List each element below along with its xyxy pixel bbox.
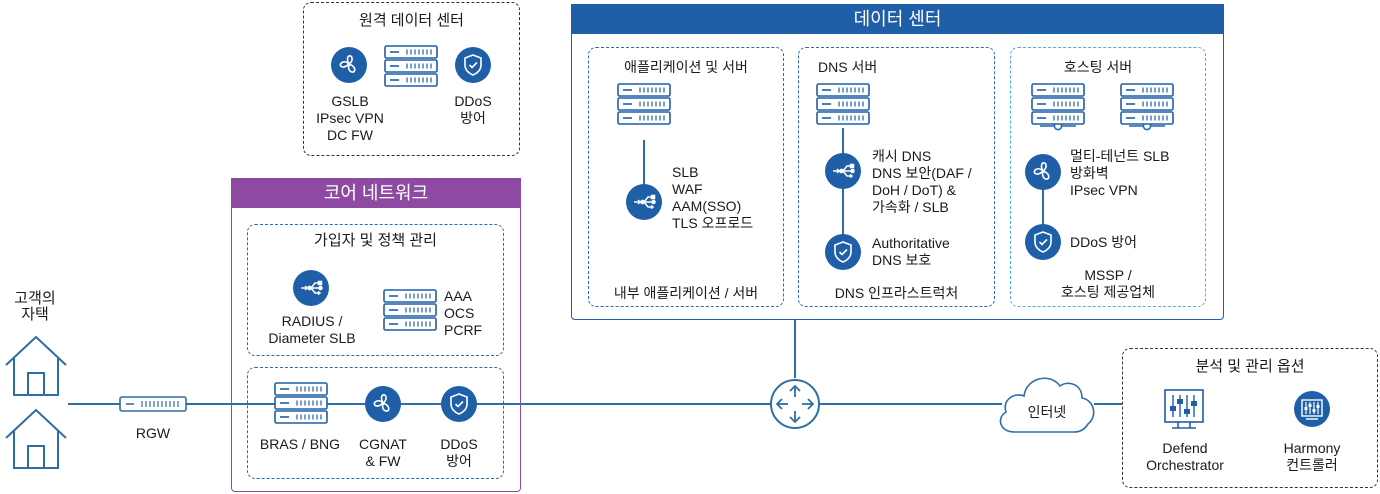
footer-line: 호스팅 제공업체 [1060, 284, 1156, 300]
shield-icon [440, 385, 478, 423]
dns-server-box [798, 47, 995, 307]
radius-line: RADIUS / [281, 313, 343, 329]
cgnat-line: & FW [365, 453, 401, 469]
hosting-ddos-label: DDoS 방어 [1070, 234, 1137, 250]
feature-item: 캐시 DNS [872, 148, 932, 164]
aaa-label: AAA OCS PCRF [444, 288, 504, 339]
data-center-header: 데이터 센터 [571, 4, 1224, 34]
internet-label: 인터넷 [1027, 404, 1067, 420]
gslb-line: IPsec VPN [316, 110, 384, 126]
server-stack-icon [817, 84, 869, 124]
feature-item: IPsec VPN [1070, 182, 1138, 198]
hosting-box-title: 호스팅 서버 [1063, 59, 1133, 75]
server-stack-icon [385, 46, 437, 86]
fan-icon [1024, 153, 1062, 191]
app-box-title: 애플리케이션 및 서버 [624, 59, 748, 75]
server-stack-icon [1032, 84, 1084, 124]
feature-item: 가속화 / SLB [872, 199, 949, 215]
hosting-features: 멀티-테넌트 SLB 방화벽 IPsec VPN [1070, 148, 1204, 199]
remote-dc-gslb-label: GSLB IPsec VPN DC FW [305, 93, 395, 144]
core-ddos-label: DDoS 방어 [424, 436, 494, 470]
defend-label: Defend Orchestrator [1130, 440, 1240, 474]
cgnat-line: CGNAT [359, 436, 407, 452]
remote-dc-title: 원격 데이터 센터 [359, 12, 464, 29]
dns-features: 캐시 DNS DNS 보안(DAF / DoH / DoT) & 가속화 / S… [872, 148, 994, 216]
load-balancer-icon [824, 152, 862, 190]
customer-label: 고객의 자택 [0, 291, 70, 323]
load-balancer-icon [292, 269, 330, 307]
rgw-label: RGW [135, 425, 171, 441]
house-icon [5, 409, 67, 469]
cloud-icon [999, 377, 1095, 433]
remote-dc-ddos-label: DDoS 방어 [435, 93, 511, 127]
router-icon [770, 379, 820, 429]
ddos-line: DDoS [454, 93, 492, 109]
policy-box-title: 가입자 및 정책 관리 [314, 232, 437, 249]
feature-item: WAF [672, 181, 703, 197]
auth-line: Authoritative [872, 235, 950, 251]
ddos-line: DDoS [440, 436, 478, 452]
aaa-line: OCS [444, 305, 475, 321]
shield-icon [454, 46, 492, 84]
aaa-line: AAA [444, 288, 473, 304]
feature-item: SLB [672, 164, 699, 180]
analytics-box [1122, 348, 1378, 488]
load-balancer-icon [625, 183, 663, 221]
footer-line: MSSP / [1084, 267, 1132, 283]
fan-icon [364, 385, 402, 423]
app-box-footer: 내부 애플리케이션 / 서버 [613, 285, 759, 301]
server-stack-icon [384, 290, 436, 330]
shield-icon [824, 233, 862, 271]
edge-box [247, 367, 504, 479]
dns-box-title: DNS 서버 [818, 59, 878, 75]
fan-icon [330, 46, 368, 84]
policy-box [247, 224, 504, 356]
app-features: SLB WAF AAM(SSO) TLS 오프로드 [672, 164, 782, 232]
feature-item: 멀티-테넌트 SLB [1070, 148, 1170, 164]
house-icon [5, 336, 67, 396]
remote-dc-box [303, 2, 520, 156]
auth-line: DNS 보호 [872, 252, 932, 268]
analytics-title: 분석 및 관리 옵션 [1195, 358, 1305, 375]
feature-item: TLS 오프로드 [672, 215, 754, 231]
rgw-router-icon [119, 396, 187, 412]
feature-item: 방화벽 [1070, 165, 1109, 181]
harmony-line: Harmony [1283, 440, 1341, 456]
ddos-line: 방어 [460, 110, 486, 126]
dns-auth-label: Authoritative DNS 보호 [872, 235, 992, 269]
hosting-server-box [1010, 47, 1206, 307]
radius-label: RADIUS / Diameter SLB [252, 313, 372, 347]
core-network-header: 코어 네트워크 [231, 178, 521, 208]
server-stack-icon [1121, 84, 1173, 124]
defend-line: Defend [1162, 440, 1208, 456]
gslb-line: GSLB [331, 93, 369, 109]
ddos-line: 방어 [446, 453, 472, 469]
radius-line: Diameter SLB [268, 330, 356, 346]
aaa-line: PCRF [444, 322, 483, 338]
server-stack-icon [275, 383, 327, 423]
hosting-box-footer: MSSP / 호스팅 제공업체 [1010, 267, 1206, 301]
customer-label-line2: 자택 [21, 306, 49, 323]
defend-line: Orchestrator [1146, 457, 1224, 473]
harmony-controller-icon [1294, 391, 1330, 427]
gslb-line: DC FW [327, 127, 373, 143]
feature-item: AAM(SSO) [672, 198, 742, 214]
harmony-line: 컨트롤러 [1286, 457, 1338, 473]
feature-item: DoH / DoT) & [872, 182, 957, 198]
customer-label-line1: 고객의 [14, 290, 56, 307]
server-stack-icon [618, 84, 670, 124]
harmony-label: Harmony 컨트롤러 [1262, 440, 1362, 474]
bras-label: BRAS / BNG [259, 436, 341, 452]
shield-icon [1024, 223, 1062, 261]
defend-orchestrator-icon [1164, 389, 1204, 429]
dns-box-footer: DNS 인프라스트럭처 [834, 285, 959, 301]
app-server-box [588, 47, 784, 307]
cgnat-label: CGNAT & FW [348, 436, 418, 470]
feature-item: DNS 보안(DAF / [872, 165, 972, 181]
